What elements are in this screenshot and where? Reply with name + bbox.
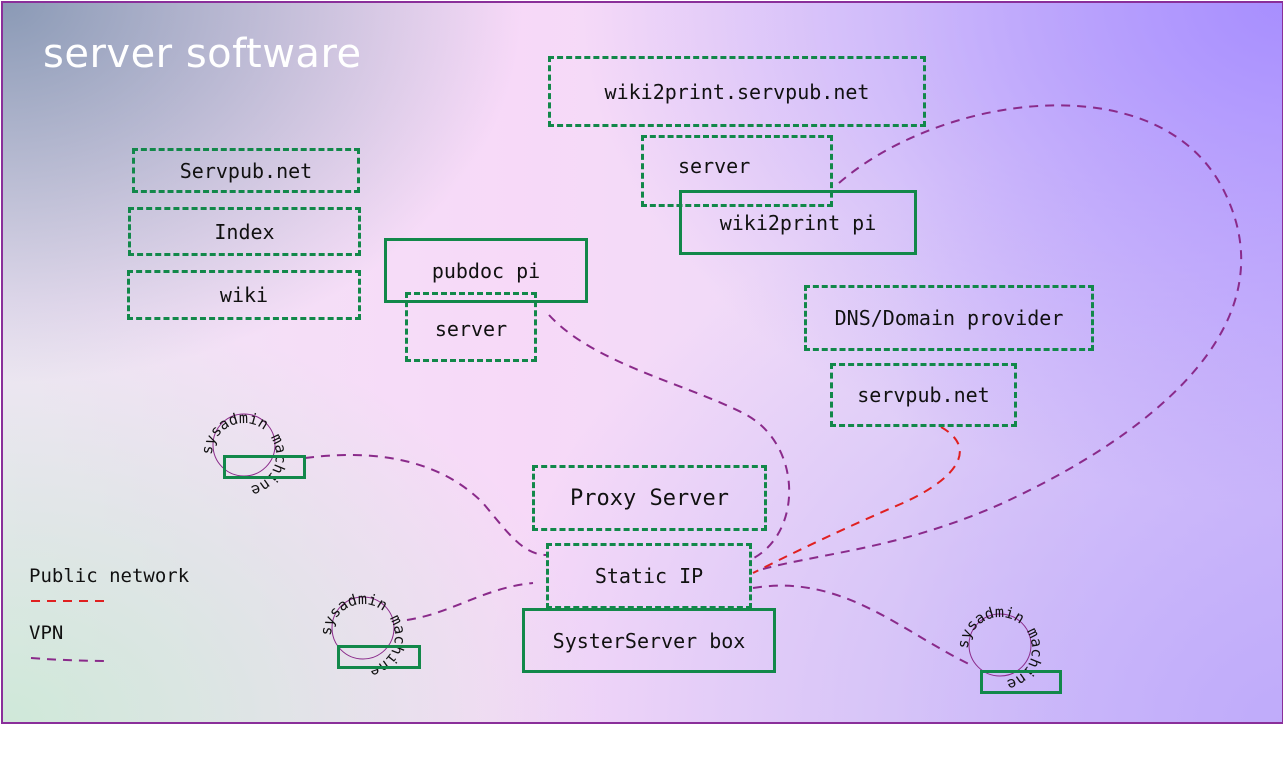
vpn-line-sysadmin-right bbox=[752, 584, 974, 667]
sysadmin-screen-right bbox=[980, 670, 1062, 694]
legend-vpn-label: VPN bbox=[29, 622, 64, 644]
vpn-line-wiki2print bbox=[762, 104, 1243, 570]
diagram-canvas: sysadmin machine sysadmin machine sysadm… bbox=[1, 1, 1283, 724]
vpn-line-sysadmin-mid bbox=[406, 582, 534, 621]
legend-public-label: Public network bbox=[29, 565, 190, 587]
node-wiki: wiki bbox=[127, 270, 361, 320]
sysadmin-screen-left bbox=[223, 455, 306, 479]
node-dns-provider: DNS/Domain provider bbox=[804, 285, 1094, 351]
node-wiki2print-server: server bbox=[641, 135, 833, 207]
vpn-line-pubdoc bbox=[548, 314, 791, 560]
vpn-line-sysadmin-left bbox=[304, 454, 548, 556]
node-syster-server-box: SysterServer box bbox=[522, 608, 776, 673]
node-static-ip: Static IP bbox=[546, 543, 752, 609]
connection-lines: sysadmin machine sysadmin machine sysadm… bbox=[30, 104, 1243, 694]
node-wiki2print-url: wiki2print.servpub.net bbox=[548, 56, 926, 127]
node-servpub-net: Servpub.net bbox=[132, 148, 360, 193]
node-dns-servpub: servpub.net bbox=[830, 363, 1017, 427]
sysadmin-screen-mid bbox=[337, 645, 421, 669]
node-proxy-server: Proxy Server bbox=[532, 465, 767, 531]
node-index: Index bbox=[128, 207, 361, 256]
legend-vpn-line bbox=[30, 657, 110, 662]
node-wiki2print-pi: wiki2print pi bbox=[679, 190, 917, 255]
node-pubdoc-server: server bbox=[405, 292, 537, 362]
node-pubdoc-pi: pubdoc pi bbox=[384, 238, 588, 303]
public-line-dns bbox=[752, 426, 961, 574]
diagram-title: server software bbox=[43, 31, 362, 77]
